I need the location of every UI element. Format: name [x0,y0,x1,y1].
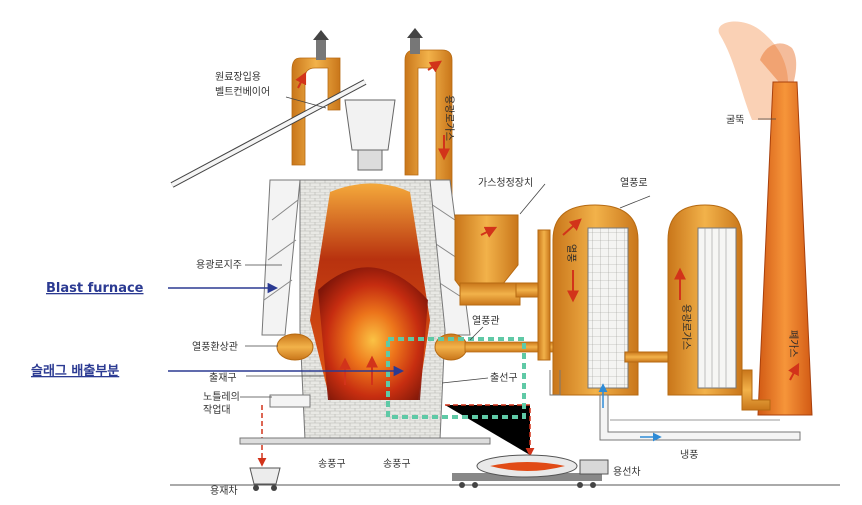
label-slag-car: 용재차 [210,485,238,497]
slag-discharge-highlight [386,337,526,419]
label-tuyere-small: 출재구 [209,372,237,384]
runner-platform [269,394,311,408]
label-conveyor-2: 벨트컨베이어 [215,86,270,98]
label-chimney: 굴뚝 [726,114,744,126]
stove-link-pipe [624,351,669,363]
label-furnace-pillar: 용광로지주 [196,259,242,271]
label-waste-gas: 폐가스 [787,330,799,358]
gas-cleaner [454,214,551,361]
label-runner-platform-2: 작업대 [203,403,231,416]
label-downcomer-gas: 용광로가스 [443,95,455,141]
leader-lines [240,96,776,398]
label-cold-blast: 냉풍 [680,449,698,461]
hot-stove-1 [552,204,639,396]
label-tuyere-2: 송풍구 [383,458,411,470]
cold-blast-pipes [549,370,801,442]
waste-gas-pipe [741,369,771,411]
slag-car [249,467,281,491]
diagram-labels: 원료장입용 벨트컨베이어 용광로가스 가스청정장치 열풍로 굴뚝 용광로지주 열… [192,70,799,497]
label-bustle-pipe: 열풍환상관 [192,341,238,353]
label-tapping-hole: 출선구 [490,372,518,384]
callouts: Blast furnace 슬래그 배출부분 [31,281,405,379]
furnace-top [344,99,396,171]
label-runner-platform-1: 노틀레의 [203,391,240,403]
label-torpedo-car: 용선차 [613,466,641,478]
label-stove-gas: 용광로가스 [680,304,692,350]
torpedo-car [452,454,609,488]
callout-blast-furnace: Blast furnace [46,281,144,296]
charging-conveyor [170,79,367,188]
label-stove-heat: 열풍 [565,244,577,262]
label-tuyere-1: 송풍구 [318,458,346,470]
furnace-base [239,437,491,445]
label-hot-blast-pipe: 열풍관 [472,315,500,327]
label-gas-cleaner: 가스청정장치 [478,177,533,189]
label-hot-stove: 열풍로 [620,177,648,189]
hot-stove-2 [667,204,743,396]
label-conveyor-1: 원료장입용 [215,70,261,83]
chimney [718,21,813,416]
callout-slag-discharge: 슬래그 배출부분 [31,363,119,379]
